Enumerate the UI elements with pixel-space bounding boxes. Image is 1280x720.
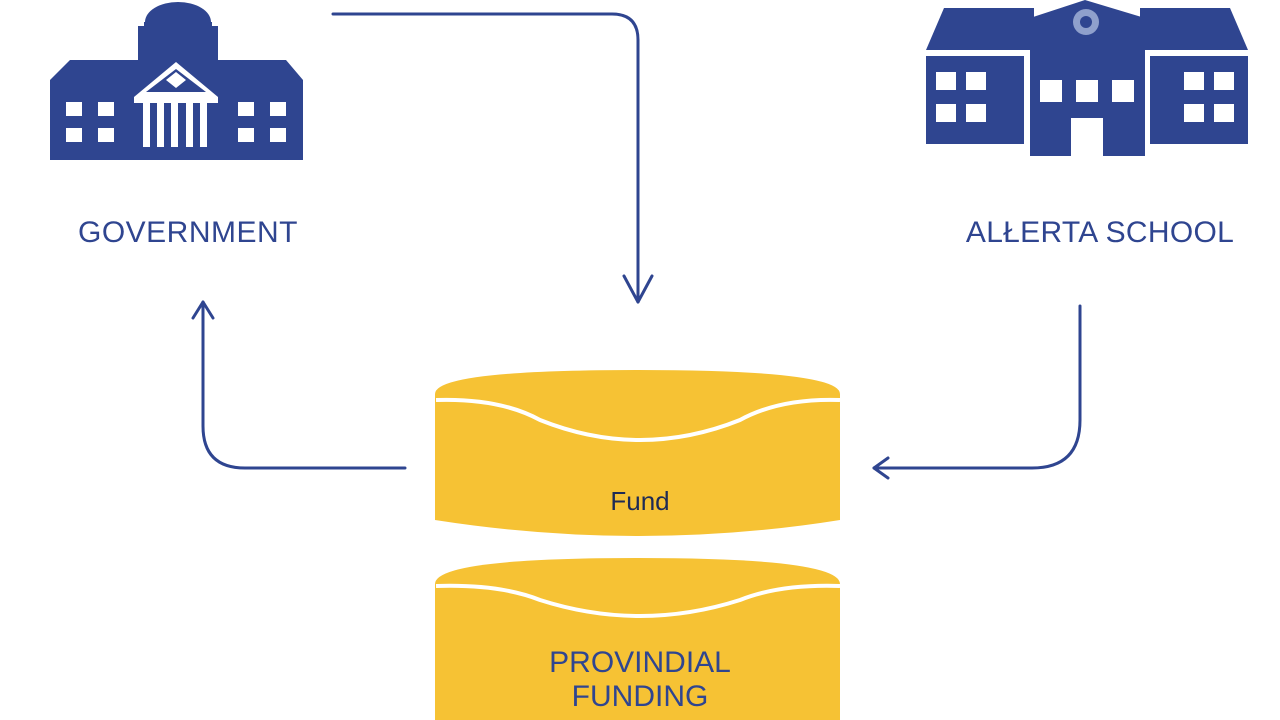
fund-label: Fund — [610, 486, 670, 516]
provincial-funding-label: PROVINDIAL FUNDING — [490, 646, 790, 714]
school-label: ALŁERTA SCHOOL — [965, 216, 1235, 249]
fund-cylinder — [435, 370, 841, 536]
school-building-icon — [926, 0, 1248, 156]
arrow-fund-to-government — [191, 300, 407, 470]
arrow-government-to-fund — [331, 12, 654, 304]
government-label: GOVERNMENT — [77, 216, 298, 249]
arrow-school-to-fund — [872, 304, 1082, 480]
provincial-funding-line2: FUNDING — [571, 680, 709, 713]
government-building-icon — [50, 2, 303, 160]
provincial-funding-cylinder — [435, 558, 841, 720]
provincial-funding-line1: PROVINDIAL — [549, 646, 731, 679]
